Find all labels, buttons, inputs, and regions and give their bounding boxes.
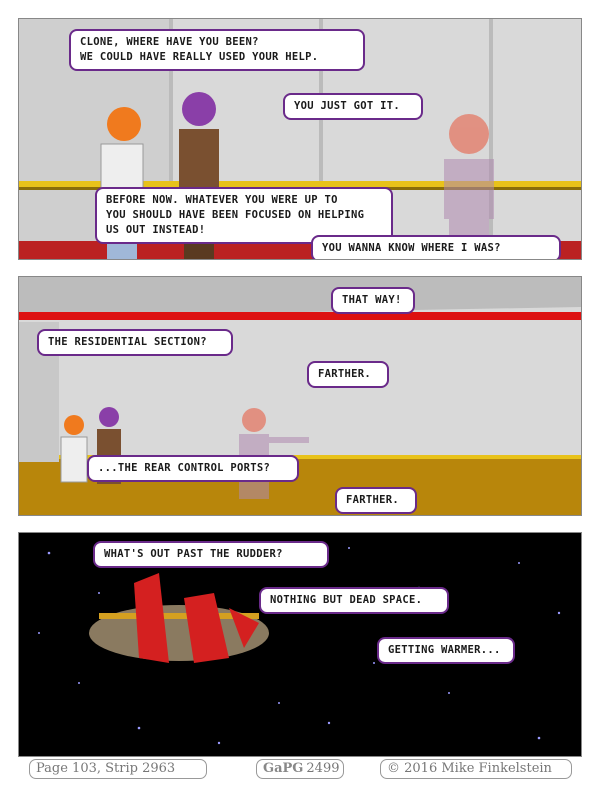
speech-bubble: That way! — [331, 287, 415, 314]
character-red-haired — [60, 415, 88, 483]
comic-panel-2: That way! The residential section? Farth… — [18, 276, 582, 516]
gapg-logo: GaPG — [263, 761, 304, 776]
copyright-label: © 2016 Mike Finkelstein — [380, 759, 572, 779]
speech-bubble: What's out past the rudder? — [93, 541, 329, 568]
speech-bubble: Farther. — [335, 487, 417, 514]
speech-bubble: ...the rear control ports? — [87, 455, 299, 482]
strip-number: 2499 — [306, 761, 340, 776]
speech-bubble: Nothing but dead space. — [259, 587, 449, 614]
speech-bubble: The residential section? — [37, 329, 233, 356]
speech-bubble: Clone, where have you been? We could hav… — [69, 29, 365, 71]
speech-bubble: Getting warmer... — [377, 637, 515, 664]
panel-2-scene — [19, 277, 581, 515]
speech-bubble: Before now. Whatever you were up to you … — [95, 187, 393, 244]
speech-bubble: You just got it. — [283, 93, 423, 120]
page-strip-label: Page 103, Strip 2963 — [29, 759, 207, 779]
airship — [89, 573, 269, 663]
comic-panel-1: Clone, where have you been? We could hav… — [18, 18, 582, 260]
comic-panel-3: What's out past the rudder? Nothing but … — [18, 532, 582, 757]
speech-bubble: Farther. — [307, 361, 389, 388]
speech-bubble: You wanna know where I was? — [311, 235, 561, 259]
